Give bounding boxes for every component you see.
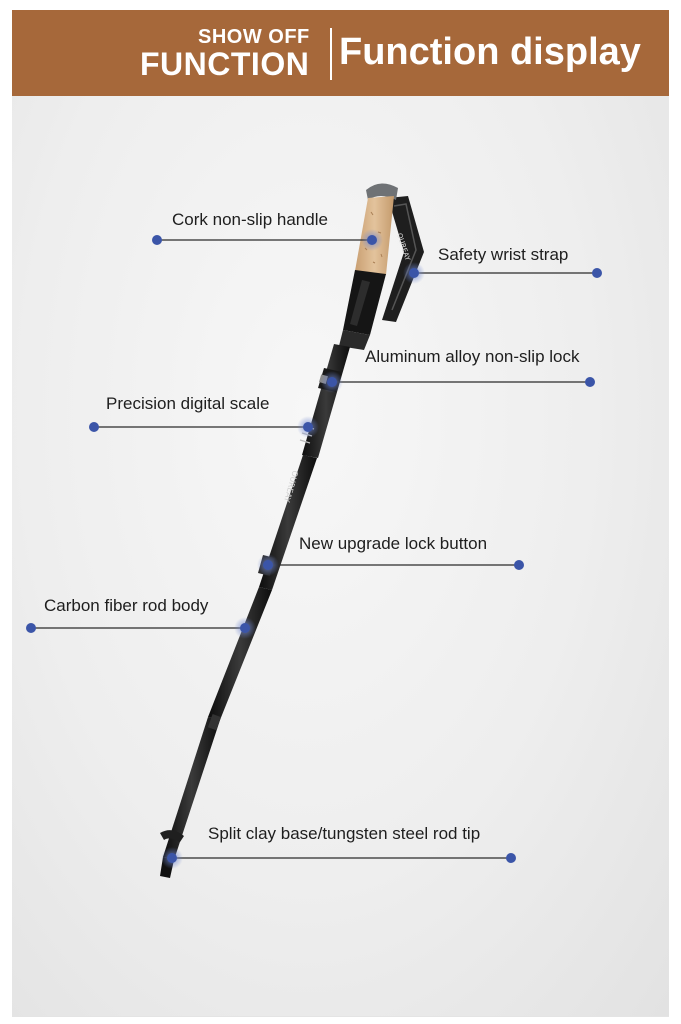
callout-dot bbox=[514, 560, 524, 570]
callout-dot bbox=[152, 235, 162, 245]
callout-anchor-dot bbox=[167, 853, 177, 863]
callout-anchor-dot bbox=[240, 623, 250, 633]
callout-anchor-dot bbox=[263, 560, 273, 570]
callout-anchor-dot bbox=[327, 377, 337, 387]
callout-label-digital-scale: Precision digital scale bbox=[106, 394, 270, 413]
header-divider bbox=[330, 28, 332, 80]
function-text: FUNCTION bbox=[140, 46, 310, 82]
callout-dot bbox=[89, 422, 99, 432]
callout-anchor-dot bbox=[303, 422, 313, 432]
show-off-text: SHOW OFF bbox=[198, 26, 310, 48]
callout-anchor-dot bbox=[409, 268, 419, 278]
header-banner bbox=[12, 10, 669, 96]
background-panel bbox=[12, 10, 669, 1016]
handle bbox=[339, 183, 398, 350]
wrist-strap: OUREAY bbox=[382, 196, 424, 322]
callout-dot bbox=[26, 623, 36, 633]
callout-label-rod-body: Carbon fiber rod body bbox=[44, 596, 209, 615]
callout-dot bbox=[585, 377, 595, 387]
bottom-divider bbox=[12, 1016, 669, 1017]
callout-dot bbox=[506, 853, 516, 863]
callout-dot bbox=[592, 268, 602, 278]
callout-lines bbox=[26, 229, 602, 869]
callout-label-wrist-strap: Safety wrist strap bbox=[438, 245, 569, 264]
callout-anchor-dot bbox=[367, 235, 377, 245]
callout-label-rod-tip: Split clay base/tungsten steel rod tip bbox=[208, 824, 481, 843]
page-title: Function display bbox=[339, 31, 641, 73]
callout-label-lock-button: New upgrade lock button bbox=[299, 534, 488, 553]
callout-label-alloy-lock: Aluminum alloy non-slip lock bbox=[365, 347, 580, 366]
callout-label-cork-handle: Cork non-slip handle bbox=[172, 210, 328, 229]
